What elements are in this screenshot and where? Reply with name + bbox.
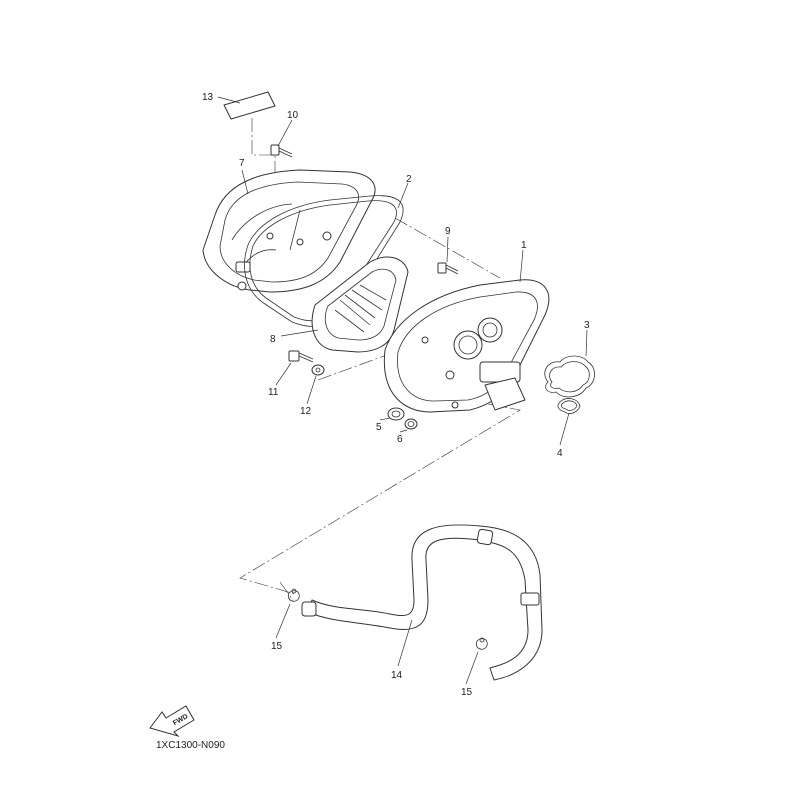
part-3-o-ring — [544, 355, 595, 398]
part-12-washer — [311, 364, 325, 376]
callout-7: 7 — [239, 158, 245, 169]
callout-10: 10 — [287, 110, 299, 121]
part-8-air-filter-element — [311, 256, 409, 353]
part-1-air-cleaner-case — [383, 279, 550, 413]
callout-3: 3 — [584, 320, 590, 331]
callout-13: 13 — [202, 92, 214, 103]
part-15-clamp-b — [475, 637, 488, 650]
callout-8: 8 — [270, 334, 276, 345]
callout-numbers: 13 10 7 2 9 1 3 4 8 11 12 5 6 14 15 15 — [202, 92, 590, 698]
callout-9: 9 — [445, 226, 451, 237]
callout-11: 11 — [268, 387, 279, 398]
part-5-grommet — [387, 407, 405, 421]
part-7-air-cleaner-cover — [202, 169, 376, 293]
callout-14: 14 — [391, 670, 403, 681]
callout-12: 12 — [300, 406, 312, 417]
callout-2: 2 — [406, 174, 412, 185]
fwd-arrow-icon: FWD — [149, 705, 195, 738]
part-4-seal — [557, 398, 581, 414]
reference-lines — [239, 118, 521, 601]
callout-1: 1 — [521, 240, 527, 251]
callout-6: 6 — [397, 434, 403, 445]
part-14-hose — [301, 524, 543, 681]
part-9-screw — [437, 262, 459, 275]
leader-lines — [217, 96, 588, 685]
diagram-code: 1XC1300-N090 — [156, 740, 225, 751]
part-11-bolt — [288, 350, 314, 363]
part-6-collar — [404, 418, 418, 430]
part-10-screw — [270, 144, 293, 158]
part-15-clamp-a — [287, 588, 300, 602]
callout-15-left: 15 — [271, 641, 283, 652]
callout-15-right: 15 — [461, 687, 473, 698]
part-2-gasket — [244, 195, 404, 327]
callout-4: 4 — [557, 448, 563, 459]
part-13-label-sticker — [223, 91, 276, 120]
callout-5: 5 — [376, 422, 382, 433]
